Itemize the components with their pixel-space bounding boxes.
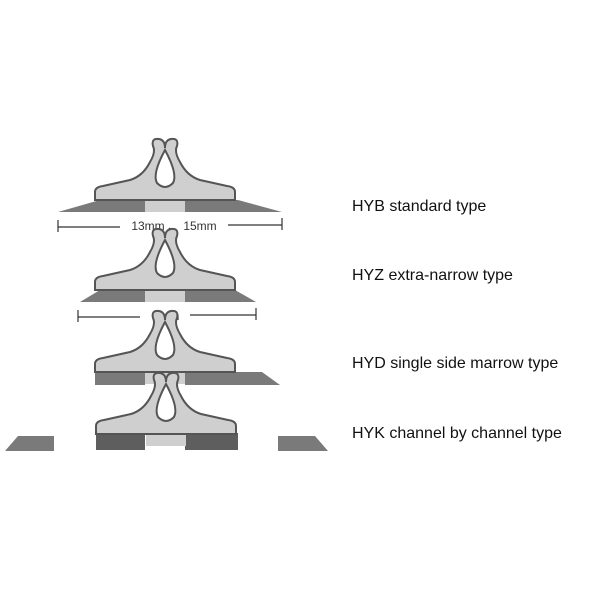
label-hyk: HYK channel by channel type — [352, 425, 562, 442]
label-hyd: HYD single side marrow type — [352, 355, 559, 372]
label-hyz: HYZ extra-narrow type — [352, 267, 513, 284]
dimension-label-wide: 13mm 、 15mm — [131, 219, 216, 233]
profile-hyd — [94, 309, 280, 385]
profile-hyb: 13mm 、 15mm — [57, 137, 283, 233]
dimension-line-narrow — [77, 308, 257, 322]
dimension-line-wide — [57, 218, 283, 232]
profile-hyk — [5, 371, 328, 451]
profile-hyz: 9mm — [77, 227, 257, 323]
label-hyb: HYB standard type — [352, 198, 487, 215]
